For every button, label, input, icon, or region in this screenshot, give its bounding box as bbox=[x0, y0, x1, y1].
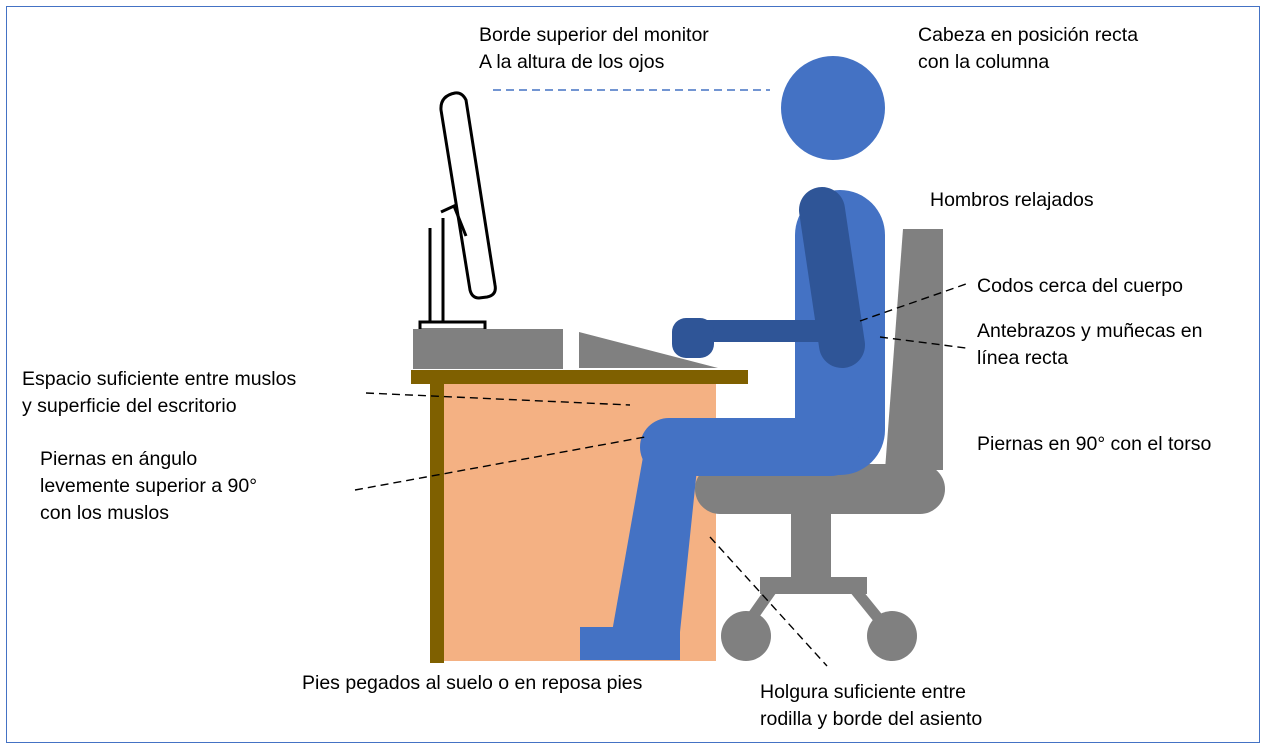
label-line: Holgura suficiente entre bbox=[760, 681, 966, 703]
head bbox=[781, 56, 885, 160]
desk-device bbox=[413, 329, 563, 369]
label-legs-angle: Piernas en ángulo levemente superior a 9… bbox=[40, 446, 257, 527]
forearm bbox=[676, 320, 840, 342]
label-line: Piernas en 90° con el torso bbox=[977, 433, 1212, 455]
hand bbox=[672, 318, 714, 358]
desk-leg bbox=[430, 383, 444, 663]
label-line: A la altura de los ojos bbox=[479, 51, 665, 73]
label-forearms: Antebrazos y muñecas en línea recta bbox=[977, 318, 1202, 372]
label-line: Cabeza en posición recta bbox=[918, 24, 1139, 46]
label-feet: Pies pegados al suelo o en reposa pies bbox=[302, 670, 642, 697]
chair bbox=[695, 229, 945, 661]
label-line: con la columna bbox=[918, 51, 1050, 73]
label-elbows: Codos cerca del cuerpo bbox=[977, 273, 1183, 300]
keyboard bbox=[579, 332, 718, 368]
label-thigh-space: Espacio suficiente entre muslos y superf… bbox=[22, 366, 296, 420]
label-line: Espacio suficiente entre muslos bbox=[22, 368, 297, 390]
label-line: Piernas en ángulo bbox=[40, 448, 198, 470]
label-head: Cabeza en posición recta con la columna bbox=[918, 22, 1138, 76]
label-line: Antebrazos y muñecas en bbox=[977, 320, 1203, 342]
lower-leg bbox=[612, 440, 700, 632]
label-line: levemente superior a 90° bbox=[40, 475, 258, 497]
label-line: con los muslos bbox=[40, 502, 169, 524]
label-legs-torso: Piernas en 90° con el torso bbox=[977, 431, 1211, 458]
label-line: Hombros relajados bbox=[930, 189, 1094, 211]
person bbox=[580, 56, 885, 660]
label-line: Pies pegados al suelo o en reposa pies bbox=[302, 672, 643, 694]
label-shoulders: Hombros relajados bbox=[930, 187, 1094, 214]
label-monitor-edge: Borde superior del monitor A la altura d… bbox=[479, 22, 709, 76]
desk-top bbox=[411, 370, 748, 384]
label-line: línea recta bbox=[977, 347, 1069, 369]
label-knee-gap: Holgura suficiente entre rodilla y borde… bbox=[760, 679, 982, 733]
label-line: y superficie del escritorio bbox=[22, 395, 237, 417]
label-line: Borde superior del monitor bbox=[479, 24, 709, 46]
label-line: rodilla y borde del asiento bbox=[760, 708, 983, 730]
monitor-icon bbox=[418, 91, 497, 332]
label-line: Codos cerca del cuerpo bbox=[977, 275, 1183, 297]
foot bbox=[580, 627, 680, 660]
leader-lines bbox=[354, 283, 967, 667]
